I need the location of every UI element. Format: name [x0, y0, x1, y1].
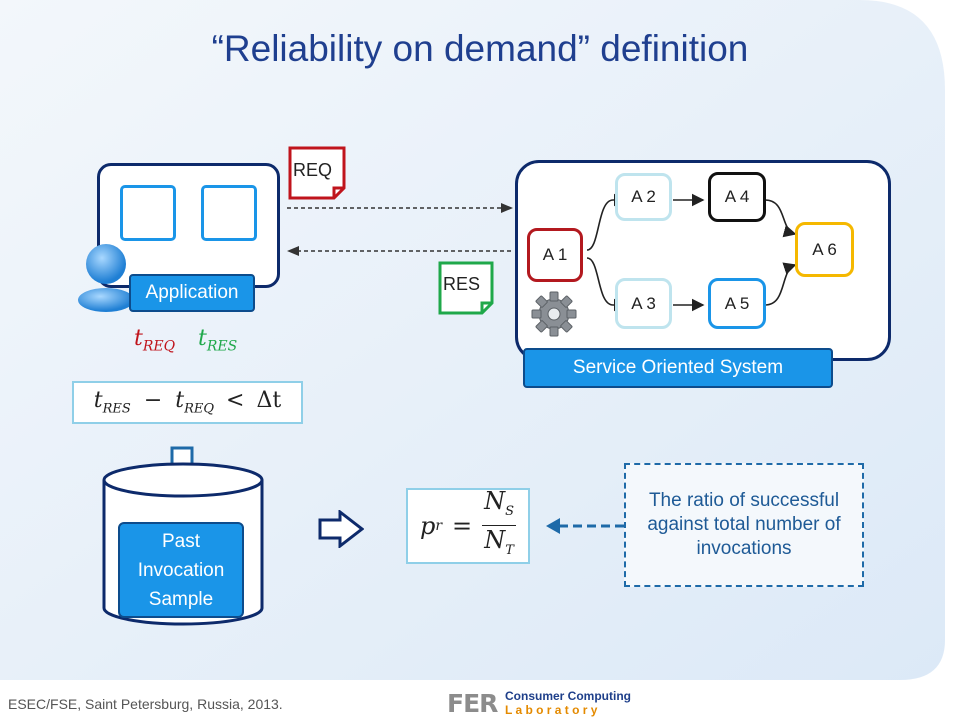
- res-document-icon: [438, 261, 494, 315]
- logo-line1: Consumer Computing: [505, 689, 631, 703]
- req-label: REQ: [293, 160, 333, 180]
- t-res-label: tRES: [198, 326, 238, 355]
- slide-title: “Reliability on demand” definition: [211, 28, 749, 69]
- condition-formula: tRES − tREQ < Δt: [72, 381, 303, 424]
- soa-label: Service Oriented System: [523, 348, 833, 388]
- res-label: RES: [443, 274, 481, 294]
- footer-citation: ESEC/FSE, Saint Petersburg, Russia, 2013…: [8, 696, 283, 712]
- past-invocation-sample-label: Past Invocation Sample: [118, 522, 244, 618]
- node-a6: A 6: [795, 222, 854, 277]
- application-window-left: [120, 185, 176, 241]
- request-arrow: [287, 203, 513, 213]
- ratio-description: The ratio of successful against total nu…: [624, 463, 864, 587]
- node-a1: A 1: [527, 228, 583, 282]
- node-a5: A 5: [708, 278, 766, 329]
- node-a3: A 3: [615, 278, 672, 329]
- gear-icon: [531, 291, 577, 337]
- workflow-edges: [586, 193, 797, 312]
- logo-mark: FER: [447, 689, 498, 718]
- node-a2: A 2: [615, 173, 672, 221]
- node-a4: A 4: [708, 172, 766, 222]
- req-document-icon: [288, 146, 346, 200]
- application-window-right: [201, 185, 257, 241]
- dashed-arrow-to-formula: [546, 518, 624, 534]
- t-req-label: tREQ: [134, 326, 176, 355]
- application-label: Application: [129, 274, 255, 312]
- lab-logo: FER Consumer Computing L a b o r a t o r…: [447, 690, 637, 718]
- right-arrow-icon: [318, 510, 364, 548]
- logo-line2: L a b o r a t o r y: [505, 703, 598, 717]
- response-arrow: [287, 246, 513, 256]
- user-icon: [78, 244, 134, 312]
